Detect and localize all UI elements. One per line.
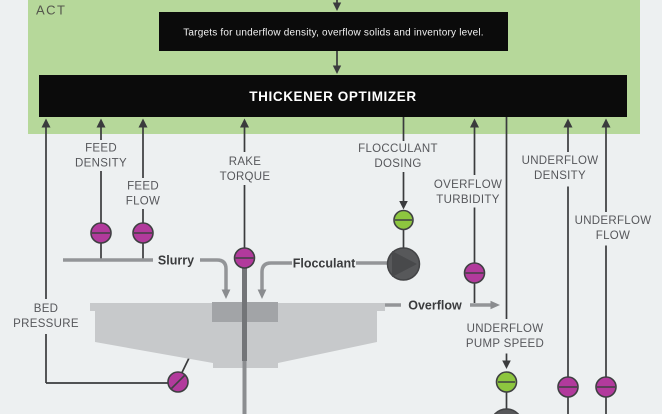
bed-pressure-label: PRESSURE [13,318,79,330]
feed-flow-label: FEED [127,181,159,193]
bed-pressure-tap-line [180,355,191,374]
overflow-turbidity-label: OVERFLOW [434,179,502,191]
flocculant-pipe [260,261,292,290]
flocculant-dosing-label: FLOCCULANT [358,143,438,155]
feed-density-label: DENSITY [75,158,127,170]
slurry-pipe [200,258,228,290]
flocculant-dosing-valve-icon [393,209,414,231]
underflow-density-label: DENSITY [534,170,586,182]
arrow-down-icon [399,201,408,210]
arrow-up-icon [41,118,51,128]
flocculant-label: Flocculant [293,257,356,271]
underflow-flow-label: UNDERFLOW [575,215,652,227]
act-panel-label: ACT [36,3,67,18]
underflow-pump-icon [493,408,520,414]
overflow-label: Overflow [408,299,462,313]
slurry-label: Slurry [158,254,194,268]
feed-density-label: FEED [85,143,117,155]
rake-torque-label: TORQUE [220,171,271,183]
flocculant-pump-icon [386,247,421,281]
underflow-flow-label: FLOW [596,230,630,242]
arrow-down-icon [332,2,342,11]
underflow-pump-speed-label: UNDERFLOW [467,323,544,335]
rake-torque-sensor-icon [233,247,256,269]
arrow-up-icon [96,118,106,128]
thickener-tank [90,303,385,368]
targets-box-text: Targets for underflow density, overflow … [183,28,484,39]
feed-flow-sensor-icon [132,222,154,244]
underflow-density-label: UNDERFLOW [522,155,599,167]
targets-box [159,12,508,51]
feed-flow-label: FLOW [126,196,160,208]
arrow-up-icon [138,118,148,128]
overflow-turbidity-sensor-icon [463,262,486,284]
arrow-down-icon [332,65,342,74]
underflow-flow-sensor-icon [595,376,617,398]
underflow-density-sensor-icon [557,376,579,398]
arrow-up-icon [601,118,611,128]
flocculant-dosing-label: DOSING [374,158,421,170]
arrow-down-icon [257,289,267,299]
arrow-down-icon [502,360,511,369]
arrow-up-icon [240,118,249,128]
feed-density-sensor-icon [90,222,112,244]
underflow-pump-speed-label: PUMP SPEED [466,338,544,350]
arrow-down-icon [221,289,231,299]
overflow-turbidity-label: TURBIDITY [436,194,499,206]
optimizer-bar [39,75,627,117]
arrow-right-icon [490,300,500,310]
optimizer-title: THICKENER OPTIMIZER [249,89,416,104]
arrow-up-icon [470,118,479,128]
rake-torque-label: RAKE [229,156,262,168]
underflow-pump-speed-actuator-icon [495,371,518,393]
bed-pressure-sensor-icon [167,371,189,393]
arrow-up-icon [563,118,573,128]
bed-pressure-label: BED [34,303,59,315]
